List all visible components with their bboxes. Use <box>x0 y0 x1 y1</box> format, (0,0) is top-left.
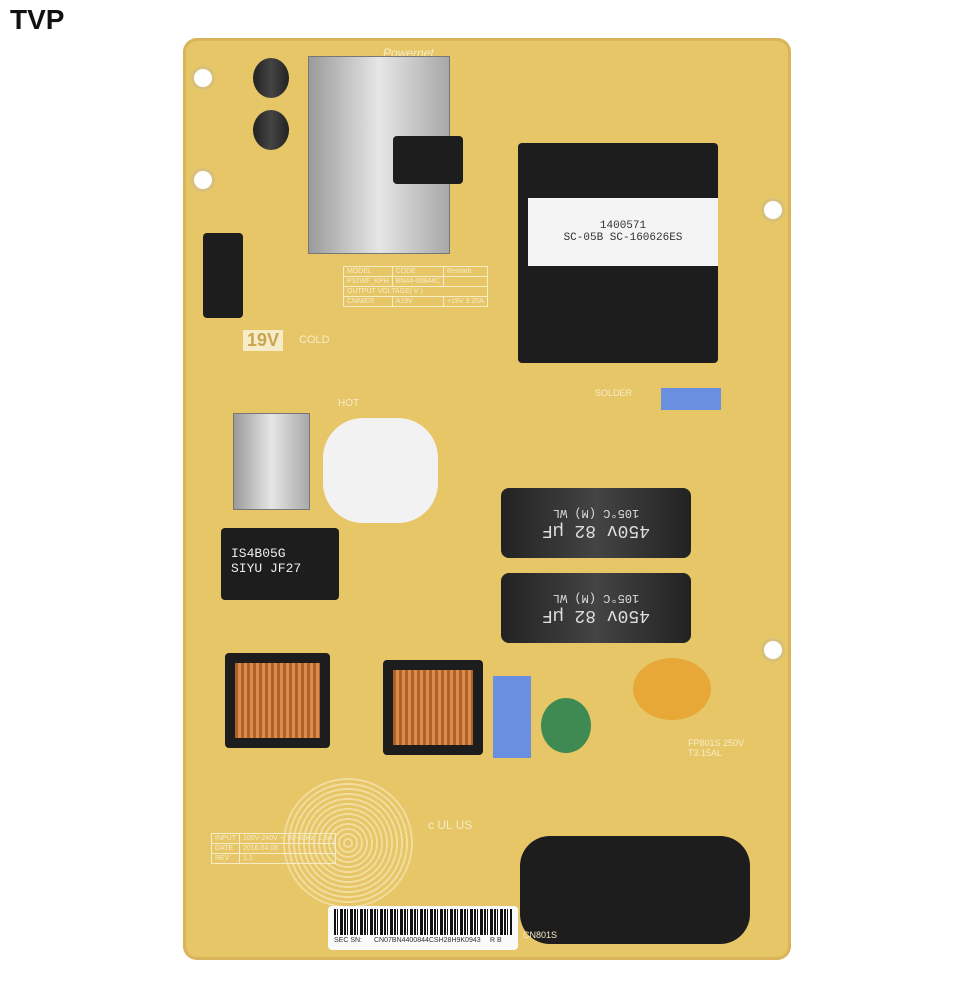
cell: DATE <box>211 843 240 854</box>
cap-brand: WL <box>552 506 568 520</box>
cell: REV <box>211 853 240 864</box>
cap-rating: 105°C (M) <box>574 591 640 605</box>
cell: INPUT <box>211 833 240 844</box>
mount-hole <box>191 66 215 90</box>
watermark: TVP <box>10 4 65 35</box>
bulk-capacitor: 450v 82 µF 105°C (M) WL <box>501 488 691 558</box>
cell: P32WF_KPH <box>343 276 393 287</box>
cell: 1.1 <box>238 853 337 864</box>
x-capacitor <box>493 676 531 758</box>
cap-rating: 105°C (M) <box>574 506 640 520</box>
transformer-model: SC-05B SC-160626ES <box>563 232 683 244</box>
cap-brand: WL <box>552 591 568 605</box>
cell: A19V <box>391 296 445 307</box>
cell: +19V <box>447 298 464 305</box>
transformer-label: 1400571 SC-05B SC-160626ES <box>528 198 718 266</box>
cap-capacitance: 82 µF <box>541 605 596 625</box>
bulk-capacitor: 450v 82 µF 105°C (M) WL <box>501 573 691 643</box>
barcode-prefix: SEC SN: <box>334 937 363 944</box>
hot-label: HOT <box>338 398 360 409</box>
mount-hole <box>761 198 785 222</box>
solder-label: SOLDER <box>595 388 633 398</box>
barcode-suffix: R B <box>490 937 502 944</box>
cap-capacitance: 82 µF <box>541 520 596 540</box>
common-mode-choke <box>383 660 483 755</box>
common-mode-choke <box>225 653 330 748</box>
barcode-label: SEC SN: CN07BN4400844CSH28H9K0943 R B <box>328 906 518 950</box>
small-capacitor <box>253 110 289 150</box>
cell: BN44-00844C <box>391 276 445 287</box>
barcode-serial: CN07BN4400844CSH28H9K0943 <box>374 937 481 944</box>
x-capacitor <box>661 388 721 410</box>
cold-label: COLD <box>299 334 330 346</box>
connector <box>203 233 243 318</box>
barcode <box>334 909 512 935</box>
cell: CODE <box>391 266 445 277</box>
mount-hole <box>191 168 215 192</box>
fuse-label: FP801S 250V T3.15AL <box>688 738 745 758</box>
bridge-rectifier: IS4B05G SIYU JF27 <box>221 528 339 600</box>
varistor <box>541 698 591 753</box>
ul-mark: c UL US <box>428 818 473 832</box>
rectifier-code: IS4B05G <box>231 546 286 561</box>
cap-voltage: 450v <box>606 605 651 625</box>
cell: MODEL <box>343 266 393 277</box>
cell: OUTPUT VOLTAGE( V ) <box>343 286 488 297</box>
mount-hole <box>761 638 785 662</box>
cap-voltage: 450v <box>606 520 651 540</box>
ac-power-socket <box>520 836 750 944</box>
cell: CNN803 <box>343 296 393 307</box>
cell: 100V-240V ~, 50-60Hz, 1.5A <box>238 833 337 844</box>
heatsink <box>233 413 310 510</box>
cell: Remark <box>443 266 488 277</box>
transformer-code: 1400571 <box>599 220 647 232</box>
cell: 2016.04.08 <box>238 843 337 854</box>
voltage-badge: 19V <box>243 330 284 351</box>
power-connector-label: CN801S <box>523 930 558 940</box>
silicone-glue <box>323 418 438 523</box>
rectifier-batch: SIYU JF27 <box>231 561 302 576</box>
small-capacitor <box>253 58 289 98</box>
transistor <box>393 136 463 184</box>
cell: 3.20A <box>465 298 484 305</box>
y-capacitor <box>633 658 711 720</box>
